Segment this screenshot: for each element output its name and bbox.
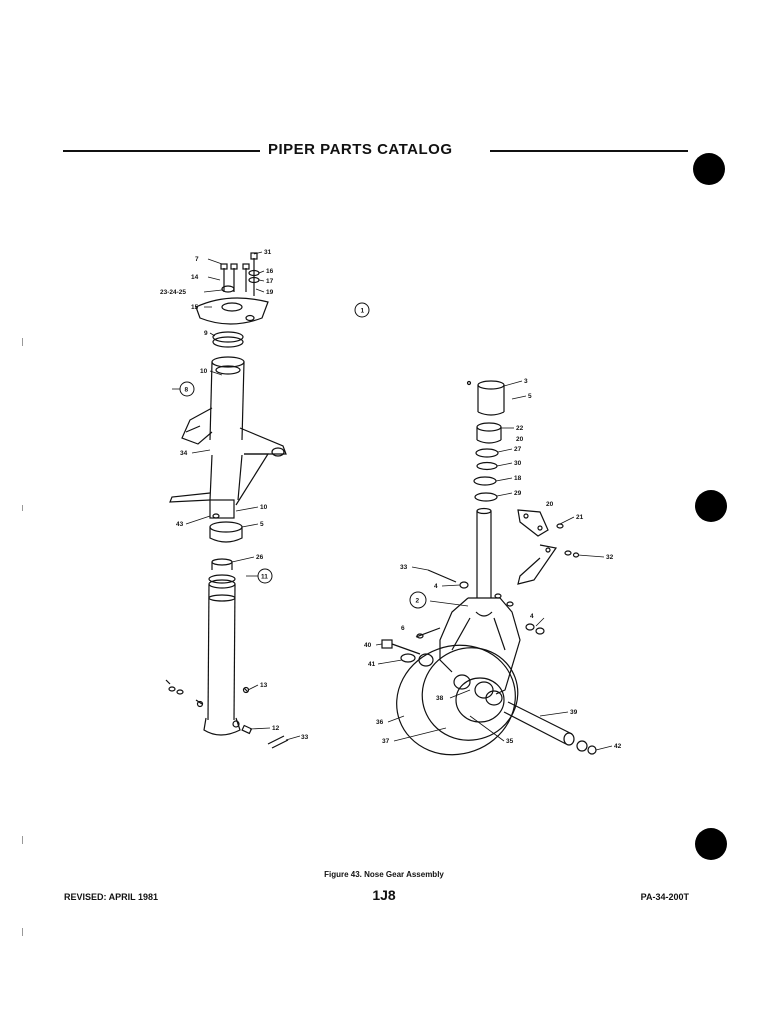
group-marker-label: 2 [416, 598, 420, 605]
group-marker-label: 11 [261, 574, 268, 581]
punch-hole-middle [695, 490, 727, 522]
scan-mark [22, 836, 23, 844]
callout-label: 13 [260, 682, 268, 689]
punch-hole-top [693, 153, 725, 185]
callout-label: 14 [191, 274, 199, 281]
header-rule-left [63, 150, 260, 152]
bolt-7 [220, 263, 238, 292]
callout-label: 17 [266, 278, 274, 285]
callout-label: 31 [264, 249, 272, 256]
callout-label: 6 [401, 625, 405, 632]
callout-label: 30 [514, 460, 522, 467]
callout-label: 9 [204, 330, 208, 337]
punch-hole-bottom [695, 828, 727, 860]
callout-label: 12 [272, 725, 280, 732]
callout-label: 20 [516, 436, 524, 443]
group-marker-label: 8 [185, 387, 189, 394]
callout-label: 16 [266, 268, 274, 275]
callout-label: 42 [614, 743, 622, 750]
callout-label: 33 [400, 564, 408, 571]
revised-date: REVISED: APRIL 1981 [64, 892, 159, 902]
page-title: PIPER PARTS CATALOG [268, 141, 453, 158]
callout-label: 40 [364, 642, 372, 649]
callout-label: 3 [524, 378, 528, 385]
callout-label: 35 [506, 738, 514, 745]
callout-label: 33 [301, 734, 309, 741]
view-marker-label: 1 [361, 308, 365, 315]
callout-label: 27 [514, 446, 522, 453]
right-callouts: 3 5 22 20 27 30 18 29 20 21 32 33 4 4 6 … [364, 378, 622, 750]
callout-label: 34 [180, 450, 188, 457]
callout-label: 29 [514, 490, 522, 497]
callout-label: 22 [516, 425, 524, 432]
callout-label: 36 [376, 719, 384, 726]
model-number: PA-34-200T [640, 892, 689, 902]
callout-label: 15 [191, 304, 199, 311]
callout-label: 32 [606, 554, 614, 561]
callout-label: 43 [176, 521, 184, 528]
callout-label: 19 [266, 289, 274, 296]
view-marker-circle [354, 302, 370, 318]
callout-label: 39 [570, 709, 578, 716]
scan-mark [22, 338, 23, 346]
scan-mark [22, 928, 23, 936]
callout-label: 10 [260, 504, 268, 511]
callout-label: 5 [260, 521, 264, 528]
left-callouts: 7 14 23-24-25 15 31 16 17 19 9 10 34 10 … [160, 249, 309, 741]
callout-label: 37 [382, 738, 390, 745]
callout-label: 23-24-25 [160, 289, 186, 296]
group-marker-circle [409, 591, 427, 609]
callout-label: 21 [576, 514, 584, 521]
callout-label: 10 [200, 368, 208, 375]
callout-label: 7 [195, 256, 199, 263]
callout-label: 4 [530, 613, 534, 620]
callout-label: 41 [368, 661, 376, 668]
callout-label: 5 [528, 393, 532, 400]
callout-label: 38 [436, 695, 444, 702]
figure-caption: Figure 43. Nose Gear Assembly [324, 870, 444, 879]
callout-label: 4 [434, 583, 438, 590]
header-rule-right [490, 150, 688, 152]
page-number: 1J8 [372, 887, 396, 903]
group-markers [179, 302, 427, 609]
callout-label: 20 [546, 501, 554, 508]
callout-label: 18 [514, 475, 522, 482]
callout-label: 26 [256, 554, 264, 561]
scan-mark [22, 505, 23, 511]
